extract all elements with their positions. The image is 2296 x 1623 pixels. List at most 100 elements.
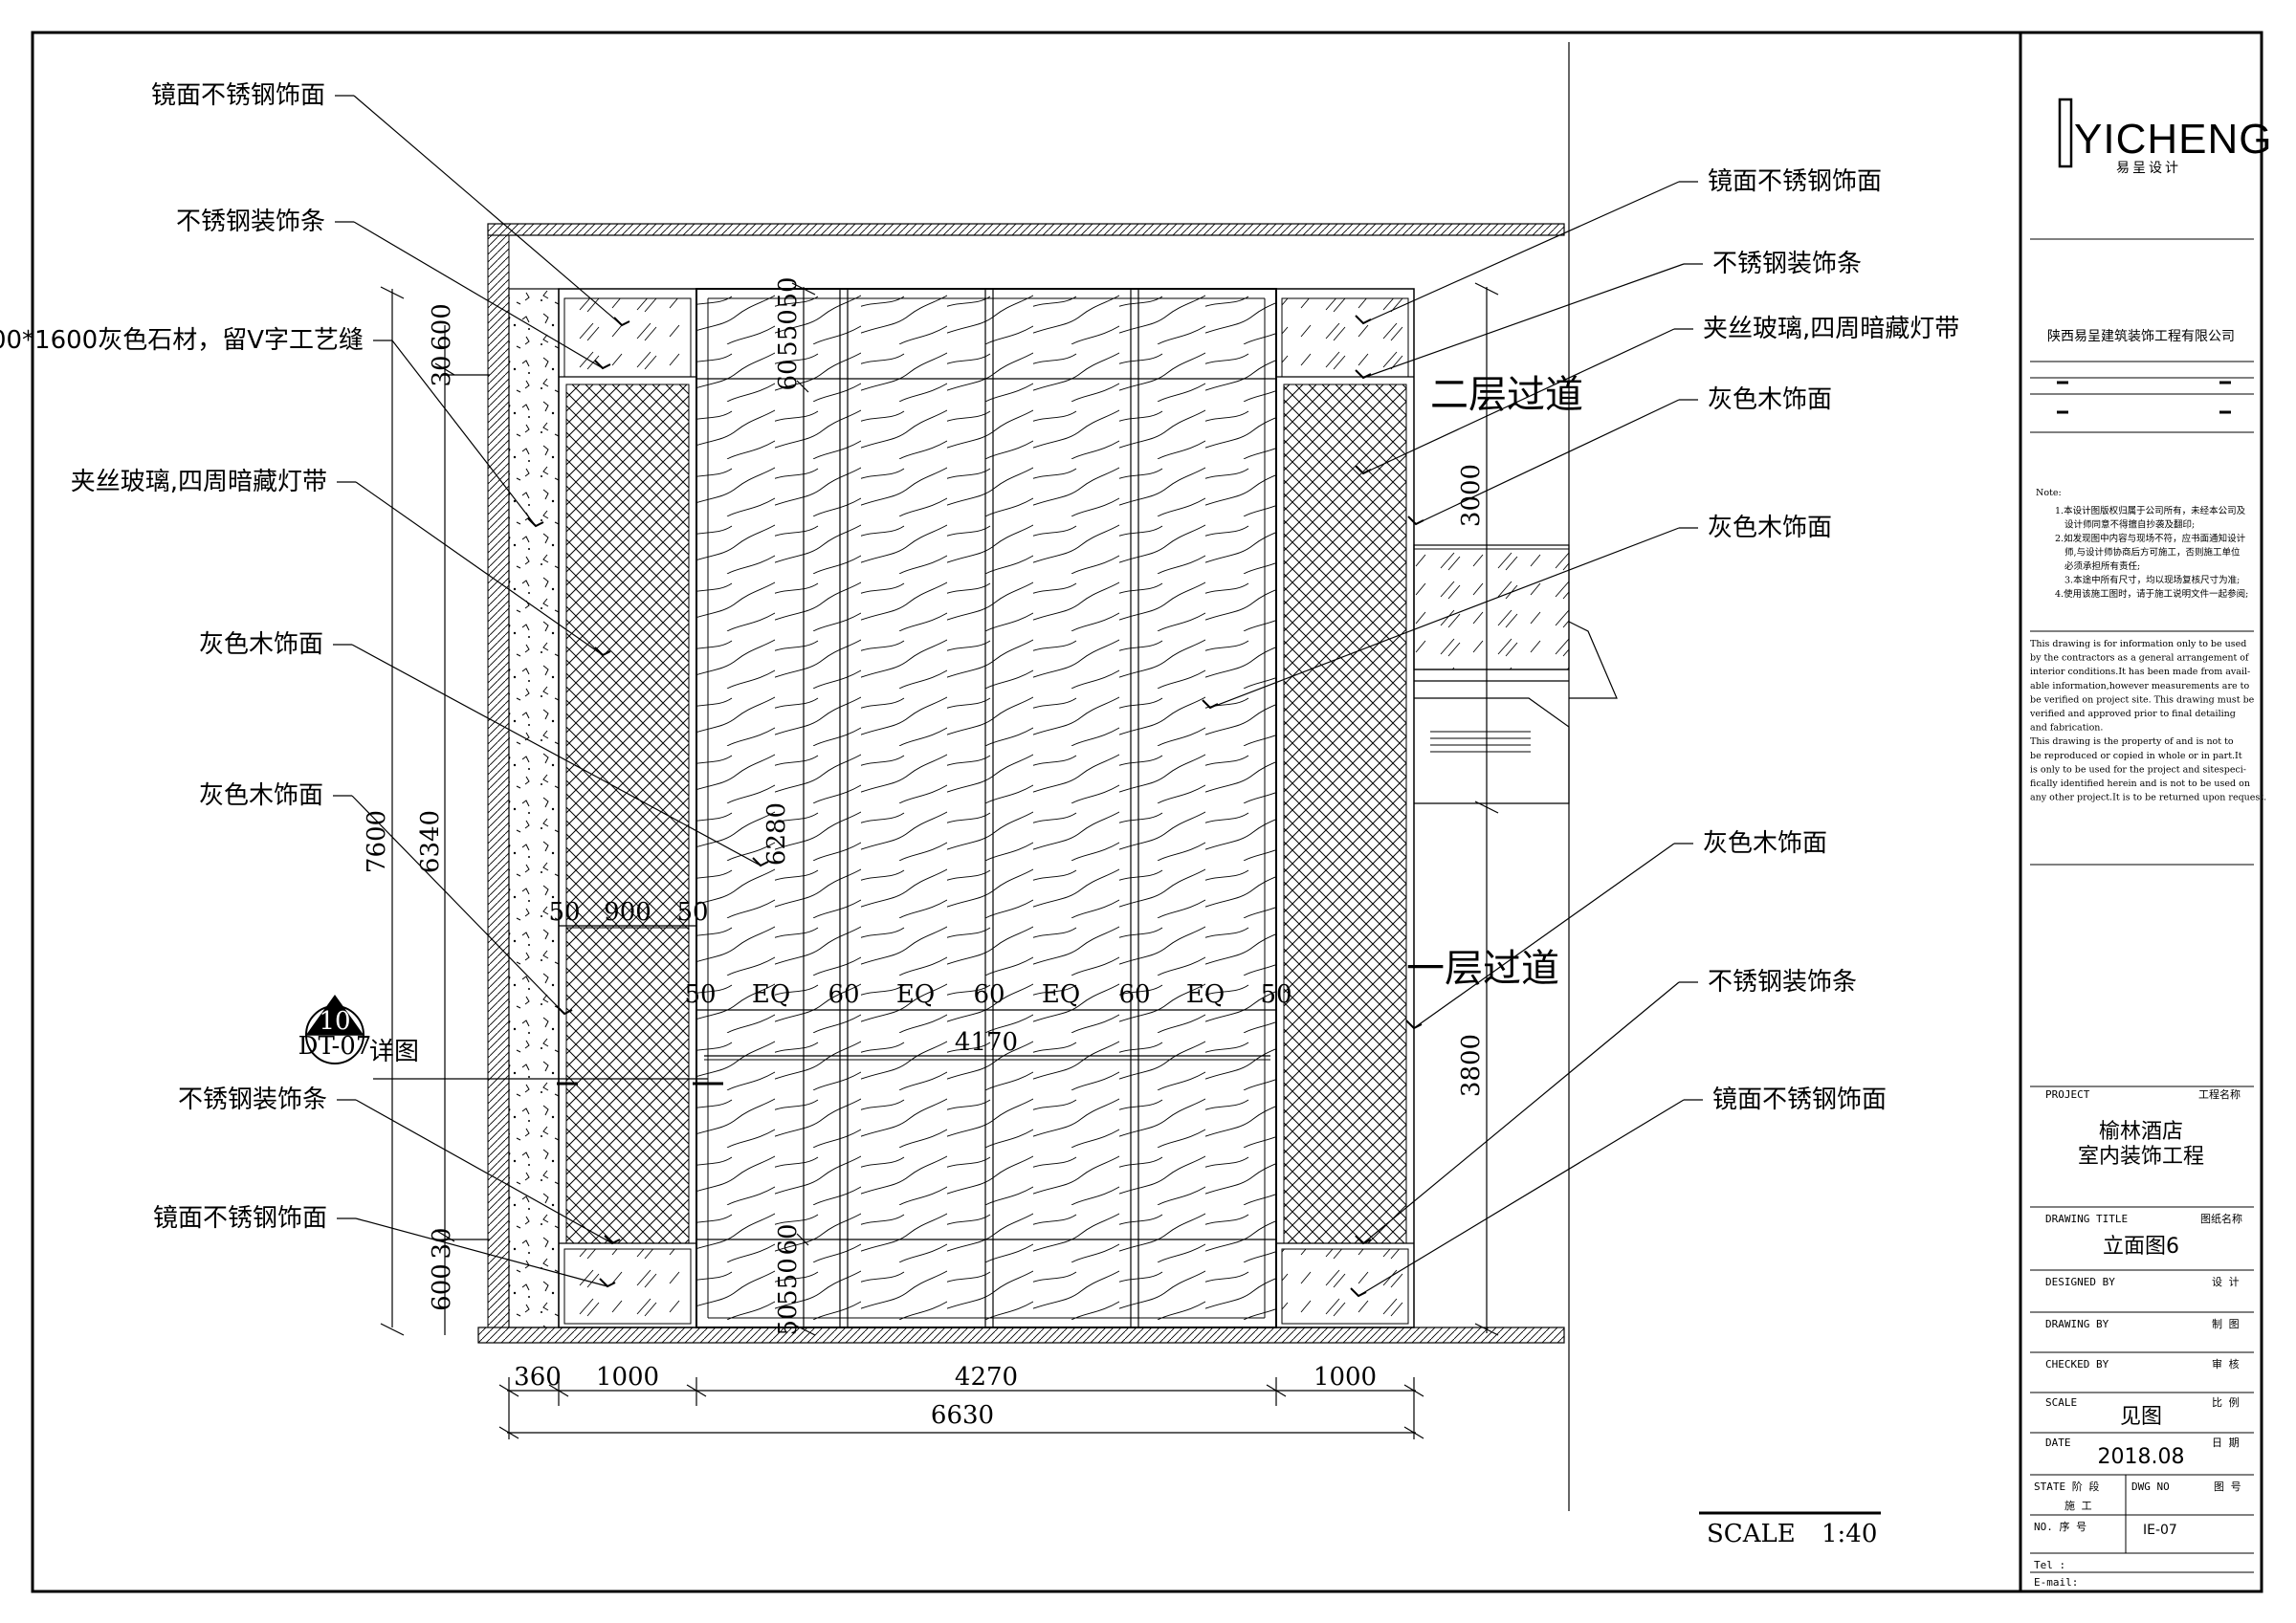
- dim-right-3000: 3000: [1457, 464, 1486, 527]
- dim-bottom-60: 60: [774, 1223, 803, 1255]
- project-label-cn: 工程名称: [2198, 1087, 2241, 1101]
- leader-left-label: 镜面不锈钢饰面: [153, 1204, 327, 1233]
- leader-right-6: 不锈钢装饰条: [1355, 968, 1857, 1245]
- leader-left-label: 灰色木饰面: [199, 781, 323, 810]
- checked-label: CHECKED BY: [2045, 1358, 2109, 1371]
- dim-bottom-1000-b: 1000: [1314, 1363, 1377, 1392]
- leader-right-2: 夹丝玻璃,四周暗藏灯带: [1355, 315, 1959, 475]
- dim-right-3800: 3800: [1457, 1034, 1486, 1097]
- scale-text: SCALE: [1707, 1520, 1796, 1548]
- note-en-line: able information,however measurements ar…: [2030, 681, 2249, 691]
- dim-panel-900: 900: [604, 898, 651, 927]
- leader-left-3: 夹丝玻璃,四周暗藏灯带: [71, 468, 611, 657]
- dim-top-50: 50: [774, 276, 803, 308]
- level-lower-label: 一层过道: [1406, 947, 1559, 991]
- leader-right-4: 灰色木饰面: [1202, 514, 1832, 710]
- brand-cn: 易呈设计: [2116, 161, 2181, 176]
- leader-left-0: 镜面不锈钢饰面: [151, 81, 630, 327]
- leader-left-label: 800*1600灰色石材，留V字工艺缝: [0, 326, 364, 355]
- right-labels: 镜面不锈钢饰面不锈钢装饰条夹丝玻璃,四周暗藏灯带灰色木饰面灰色木饰面灰色木饰面不…: [1202, 167, 1959, 1298]
- detail-label: 详图: [369, 1038, 419, 1066]
- note-heading: Note:: [2036, 488, 2062, 498]
- leader-right-1: 不锈钢装饰条: [1355, 250, 1862, 380]
- email-label: E-mail:: [2034, 1576, 2078, 1589]
- dim-left-30-bottom: 30: [428, 1227, 456, 1259]
- dim-door-3: EQ: [896, 980, 935, 1009]
- tel-label: Tel :: [2034, 1559, 2065, 1571]
- dim-door-2: 60: [828, 980, 859, 1009]
- dim-door-4: 60: [973, 980, 1004, 1009]
- dim-bottom-4270: 4270: [955, 1363, 1018, 1392]
- note-en-line: interior conditions.It has been made fro…: [2030, 667, 2250, 677]
- note-cn-line: 师,与设计师协商后方可施工，否则施工单位: [2064, 547, 2241, 559]
- detail-sheet: DT-07: [298, 1032, 372, 1061]
- dwg-label: DWG NO: [2131, 1480, 2170, 1493]
- leader-left-label: 不锈钢装饰条: [178, 1086, 327, 1114]
- dim-panel-50-a: 50: [548, 898, 580, 927]
- checked-label-cn: 审 核: [2212, 1357, 2240, 1371]
- date-value: 2018.08: [2098, 1445, 2185, 1469]
- dim-center-6280: 6280: [762, 802, 791, 866]
- note-en-line: be verified on project site. This drawin…: [2030, 694, 2255, 705]
- dim-door-7: EQ: [1186, 980, 1225, 1009]
- note-en-line: any other project.It is to be returned u…: [2030, 793, 2266, 803]
- note-cn-line: 设计师同意不得擅自抄袭及翻印;: [2064, 519, 2195, 531]
- leader-right-label: 镜面不锈钢饰面: [1708, 167, 1882, 196]
- dim-top-550: 550: [774, 309, 803, 357]
- note-en-line: is only to be used for the project and s…: [2030, 764, 2246, 775]
- title-block: [2030, 98, 2254, 1573]
- leader-right-7: 镜面不锈钢饰面: [1350, 1086, 1887, 1298]
- drawing-title-label-cn: 图纸名称: [2200, 1212, 2242, 1225]
- detail-number: 10: [319, 1007, 350, 1036]
- dim-bottom-50: 50: [774, 1304, 803, 1335]
- scale-value-tb: 见图: [2120, 1405, 2162, 1429]
- scale-label: SCALE: [2045, 1396, 2077, 1409]
- leader-right-label: 灰色木饰面: [1708, 514, 1832, 542]
- leader-right-label: 不锈钢装饰条: [1712, 250, 1862, 278]
- leader-right-3: 灰色木饰面: [1407, 385, 1832, 526]
- note-en-line: This drawing is for information only to …: [2030, 639, 2246, 649]
- level-upper-label: 二层过道: [1430, 373, 1583, 417]
- dim-overall: 6630: [931, 1401, 994, 1430]
- leader-right-label: 灰色木饰面: [1703, 829, 1827, 858]
- dim-bottom-360: 360: [514, 1363, 562, 1392]
- leader-left-2: 800*1600灰色石材，留V字工艺缝: [0, 326, 544, 528]
- note-cn-line: 必须承担所有责任;: [2064, 560, 2140, 572]
- leader-left-label: 灰色木饰面: [199, 630, 323, 659]
- leader-right-label: 不锈钢装饰条: [1708, 968, 1857, 997]
- left-labels: 镜面不锈钢饰面不锈钢装饰条800*1600灰色石材，留V字工艺缝夹丝玻璃,四周暗…: [0, 81, 769, 1288]
- dim-bottom-550: 550: [774, 1258, 803, 1305]
- leader-left-7: 镜面不锈钢饰面: [153, 1204, 616, 1288]
- state-value: 施 工: [2064, 1500, 2092, 1512]
- note-cn-line: 1.本设计图版权归属于公司所有，未经本公司及: [2055, 505, 2246, 516]
- leader-right-label: 夹丝玻璃,四周暗藏灯带: [1703, 315, 1959, 343]
- note-en-line: and fabrication.: [2030, 723, 2103, 734]
- note-en-line: This drawing is the property of and is n…: [2030, 736, 2234, 747]
- leader-right-5: 灰色木饰面: [1405, 829, 1827, 1030]
- note-en-line: verified and approved prior to final det…: [2029, 709, 2236, 719]
- note-en-line: fically identified herein and is not to …: [2030, 779, 2250, 789]
- notes-en: This drawing is for information only to …: [2029, 639, 2266, 803]
- no-label: NO. 序 号: [2034, 1520, 2086, 1533]
- leader-left-label: 镜面不锈钢饰面: [151, 81, 325, 110]
- dim-door-6: 60: [1118, 980, 1150, 1009]
- drawing-label: DRAWING BY: [2045, 1318, 2109, 1330]
- leader-left-4: 灰色木饰面: [199, 630, 769, 867]
- date-label-cn: 日 期: [2212, 1437, 2240, 1449]
- leader-left-1: 不锈钢装饰条: [176, 208, 611, 370]
- note-cn-line: 2.如发现图中内容与现场不符，应书面通知设计: [2055, 533, 2246, 544]
- leader-left-5: 灰色木饰面: [199, 781, 573, 1016]
- dim-left-600-top: 600: [428, 303, 456, 351]
- dim-door-8: 50: [1260, 980, 1292, 1009]
- project-name-1: 榆林酒店: [2099, 1120, 2183, 1144]
- dim-top-60: 60: [774, 359, 803, 390]
- project-label: PROJECT: [2045, 1088, 2090, 1101]
- project-name-2: 室内装饰工程: [2078, 1145, 2204, 1169]
- scale-label-cn: 比 例: [2212, 1395, 2240, 1409]
- company-name: 陕西易呈建筑装饰工程有限公司: [2047, 329, 2235, 344]
- drawing-label-cn: 制 图: [2212, 1318, 2240, 1330]
- note-en-line: by the contractors as a general arrangem…: [2030, 653, 2250, 664]
- leader-left-6: 不锈钢装饰条: [178, 1086, 621, 1245]
- drawing-title: 立面图6: [2103, 1235, 2179, 1259]
